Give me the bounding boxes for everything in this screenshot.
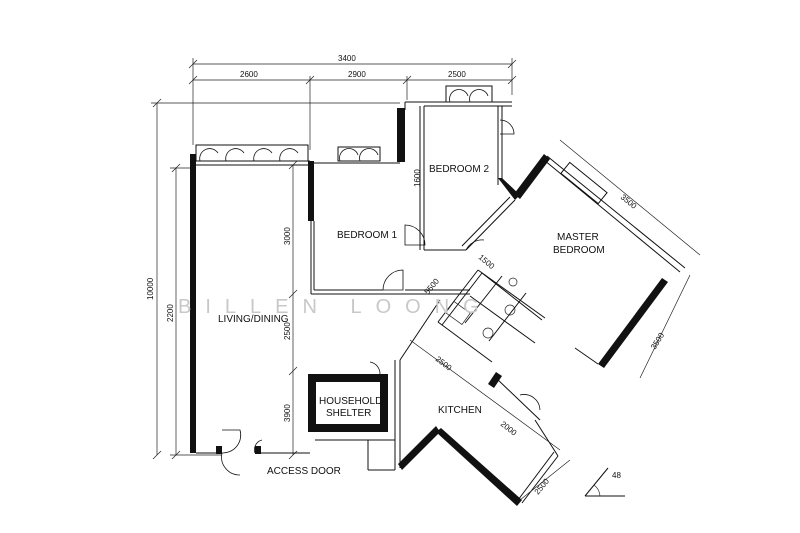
angle-indicator: 48 <box>584 467 625 497</box>
walls <box>190 101 686 506</box>
dim-master-right: 3500 <box>649 331 666 351</box>
label-shelter-2: SHELTER <box>326 408 371 419</box>
label-bedroom-2: BEDROOM 2 <box>429 164 489 175</box>
dim-bath-v: 5500 <box>423 276 442 296</box>
label-access-door: ACCESS DOOR <box>267 466 341 477</box>
dim-inner-v3: 3900 <box>283 404 292 422</box>
dim-inner-v2: 2500 <box>283 322 292 340</box>
watermark: BILLEN LOONG <box>178 296 493 318</box>
dim-overall-height: 10000 <box>146 277 155 300</box>
dim-master-top: 3500 <box>619 193 639 212</box>
label-shelter-1: HOUSEHOLD <box>319 396 382 407</box>
windows <box>195 85 608 205</box>
angle-label: 48 <box>612 471 621 480</box>
dim-top-seg3: 2500 <box>448 70 466 79</box>
dim-top-seg2: 2900 <box>348 70 366 79</box>
label-kitchen: KITCHEN <box>438 405 482 416</box>
dim-inner-v1: 3000 <box>283 227 292 245</box>
dim-top-seg1: 2600 <box>240 70 258 79</box>
dim-kitchen-bottom: 2500 <box>533 476 552 496</box>
left-dimensions: 10000 2200 <box>146 98 400 460</box>
dim-bath-h: 1500 <box>477 253 497 272</box>
label-bedroom-1: BEDROOM 1 <box>337 230 397 241</box>
dim-left-height: 2200 <box>166 304 175 322</box>
dim-kitchen-mid: 2000 <box>499 419 519 437</box>
dim-bed2-height: 1600 <box>413 169 422 187</box>
label-master-2: BEDROOM <box>553 245 605 256</box>
dim-overall-width: 3400 <box>338 54 356 63</box>
doors <box>221 119 541 476</box>
label-master-1: MASTER <box>557 232 599 243</box>
label-living-dining: LIVING/DINING <box>218 314 289 325</box>
top-dimensions: 3400 2600 2900 2500 <box>188 54 517 150</box>
